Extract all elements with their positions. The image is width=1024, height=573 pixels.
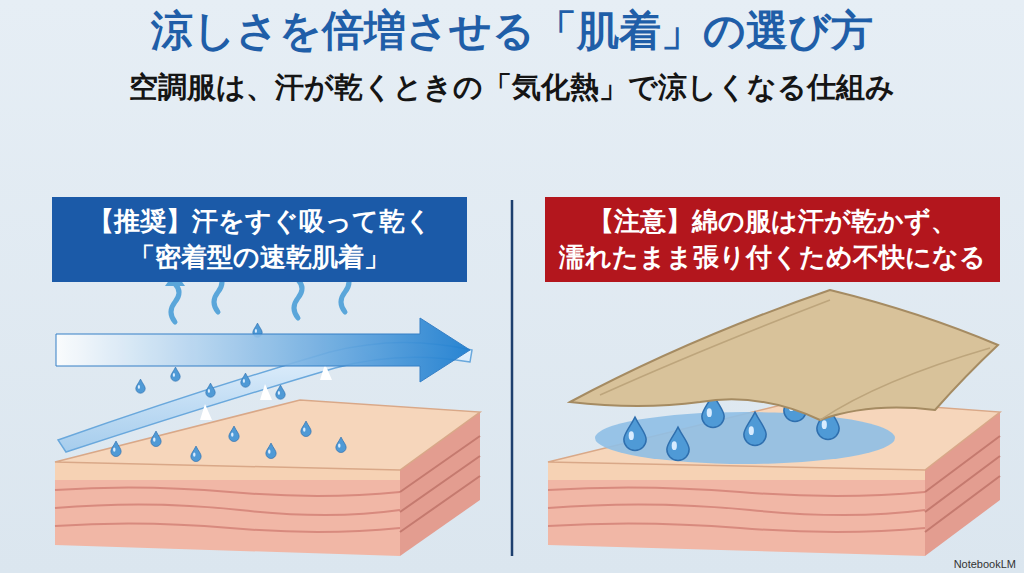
box-text: 【推奨】汗をすぐ吸って乾く 「密着型の速乾肌着」 — [64, 204, 455, 274]
subtitle: 空調服は、汗が乾くときの「気化熱」で涼しくなる仕組み — [0, 70, 1024, 105]
water-drops — [111, 421, 346, 461]
title: 涼しさを倍増させる「肌着」の選び方 — [0, 6, 1024, 56]
cloth-fold — [600, 300, 990, 420]
watermark: NotebookLM — [954, 558, 1016, 570]
cotton-cloth — [570, 290, 998, 420]
caution-box: 【注意】綿の服は汗が乾かず、 濡れたまま張り付くため不快になる — [545, 197, 1000, 282]
sweat-puddle — [595, 412, 895, 464]
recommend-box: 【推奨】汗をすぐ吸って乾く 「密着型の速乾肌着」 — [52, 197, 467, 282]
skin-block — [548, 398, 1000, 556]
box-text: 【注意】綿の服は汗が乾かず、 濡れたまま張り付くため不快になる — [557, 204, 988, 274]
divider-line — [511, 200, 514, 556]
airflow-arrow — [56, 318, 470, 382]
